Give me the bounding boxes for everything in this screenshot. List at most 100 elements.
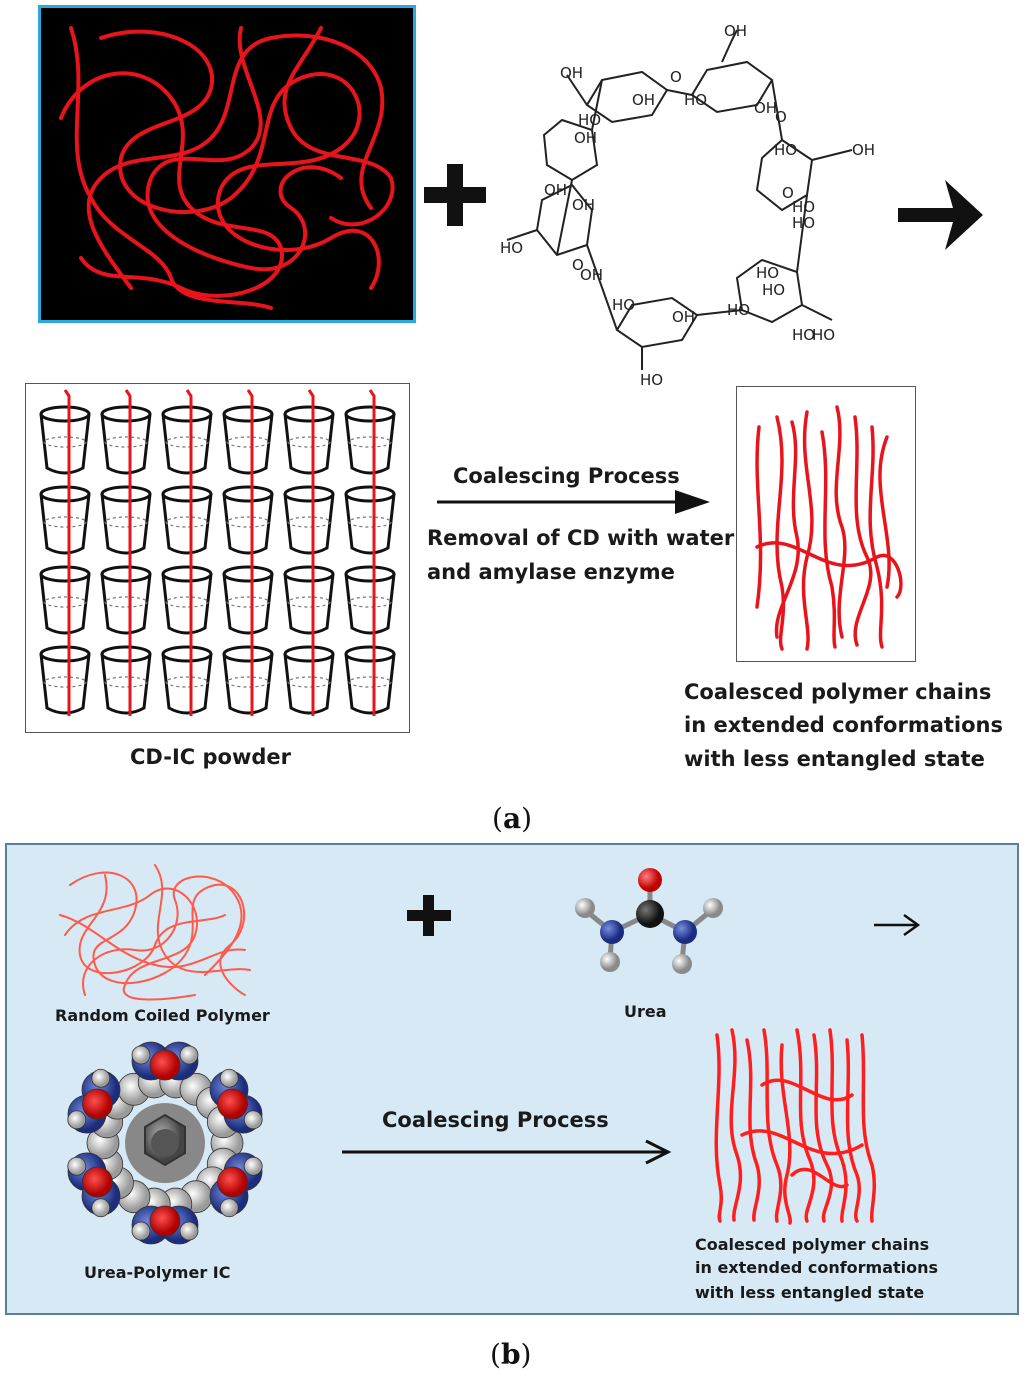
process-note-line1: Removal of CD with water [427,526,735,550]
process-label-a: Coalescing Process [453,464,680,488]
cd-cup [283,645,335,715]
cd-cup [161,565,213,635]
plus-icon-b [407,895,451,936]
cd-group: OH [560,64,583,82]
cd-cup [344,565,396,635]
cd-cup [39,645,91,715]
ic-atom [131,1221,151,1241]
urea-polymer-ic [67,1041,263,1245]
process-note-line2: and amylase enzyme [427,560,675,584]
cd-cup [222,565,274,635]
urea-label: Urea [624,1002,667,1021]
cd-cup [283,405,335,475]
cd-group: HO [612,296,635,314]
cd-cup [161,485,213,555]
cd-ic-box [25,383,410,733]
cd-group: OH [580,266,603,284]
cd-group: HO [774,141,797,159]
random-coil-b [59,864,251,1001]
cd-cup [100,485,152,555]
cd-group: HO [756,264,779,282]
ic-atom [243,1110,263,1130]
cd-group: O [670,68,682,86]
result-line3-a: with less entangled state [684,747,985,771]
cd-cup [222,645,274,715]
cd-cup [161,405,213,475]
cd-cup [39,565,91,635]
ic-atom [149,1205,181,1237]
cd-cup [100,405,152,475]
cd-group: O [775,108,787,126]
cd-cup [283,485,335,555]
ic-atom [67,1110,87,1130]
ic-atom [217,1166,248,1198]
cd-cup [222,485,274,555]
cyclodextrin-structure: OH OH OH OH HO OH HO HO OH HO OH HO O O … [500,22,875,389]
cd-group: OH [724,22,747,40]
ic-atom [219,1198,239,1218]
cd-group: O [572,256,584,274]
random-coil-drawing [59,26,395,310]
result-line1-b: Coalesced polymer chains [695,1235,930,1254]
cd-group: OH [544,181,567,199]
result-line2-a: in extended conformations [684,713,1004,737]
polymer-chain [307,389,315,716]
cd-cup [161,645,213,715]
plus-icon [424,164,486,226]
cd-cup [344,405,396,475]
cd-group: HO [727,301,750,319]
process-arrow-b [342,1139,672,1165]
process-arrow-a [437,490,710,514]
random-coil-image [38,5,416,323]
cd-group: HO [640,371,663,389]
polymer-chain [246,389,254,716]
cd-group: OH [572,196,595,214]
ic-label-b: Urea-Polymer IC [84,1263,231,1282]
cd-cup [39,405,91,475]
cd-cup [100,645,152,715]
cd-cup [100,565,152,635]
cd-cup [39,485,91,555]
coil-label-b: Random Coiled Polymer [55,1006,270,1025]
cd-group: HO [792,326,815,344]
cd-cup [283,565,335,635]
polymer-chain [368,389,376,716]
cd-group: HO [792,214,815,232]
ic-atom [91,1068,111,1088]
cd-group: HO [812,326,835,344]
cd-group: OH [754,99,777,117]
polymer-chain [185,389,193,716]
cd-ic-drawing [39,389,396,716]
ic-atom [82,1088,113,1120]
cd-group: HO [500,239,523,257]
polymer-chain [63,389,71,716]
arrow-right-icon [898,180,983,250]
coalesced-chains-b [714,1028,876,1225]
cd-cup [222,405,274,475]
cd-group: OH [632,91,655,109]
cd-group: HO [792,198,815,216]
result-line3-b: with less entangled state [695,1283,925,1302]
ic-atom [179,1045,199,1065]
cd-group: O [782,184,794,202]
ic-atom [217,1088,248,1120]
cd-group: OH [672,308,695,326]
ic-atom [243,1156,263,1176]
cd-cup [344,485,396,555]
cd-group: HO [578,111,601,129]
result-line1-a: Coalesced polymer chains [684,680,992,704]
cd-group: HO [762,281,785,299]
ic-atom [219,1068,239,1088]
ic-atom [149,1049,181,1081]
cd-ic-label: CD-IC powder [130,745,291,769]
coalesced-chains-a [755,405,903,651]
coalesced-box-a [736,386,916,662]
process-label-b: Coalescing Process [382,1108,609,1132]
caption-b: (b) [490,1338,532,1371]
ic-atom [82,1166,113,1198]
cd-group: OH [574,129,597,147]
cd-group: OH [852,141,875,159]
urea-molecule [575,868,723,974]
caption-a-letter: a [502,802,522,835]
ic-atom [179,1221,199,1241]
